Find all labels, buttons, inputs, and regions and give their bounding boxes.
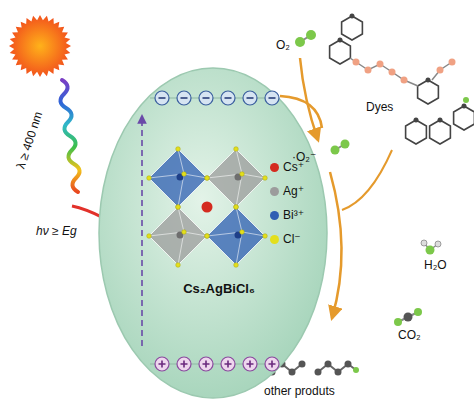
chloride-ion — [147, 234, 152, 239]
chloride-ion — [240, 172, 245, 177]
water-label: H₂O — [424, 258, 447, 272]
products-label: other produts — [264, 384, 335, 398]
chloride-ion — [263, 234, 268, 239]
octahedron — [149, 149, 207, 207]
chloride-ion — [176, 263, 181, 268]
chloride-ion — [182, 230, 187, 235]
legend-text: Cl⁻ — [283, 232, 301, 246]
chloride-ion — [205, 176, 210, 181]
hole — [221, 357, 235, 371]
sun — [9, 15, 71, 77]
hole — [155, 357, 169, 371]
chloride-ion — [234, 205, 239, 210]
chloride-ion — [205, 176, 210, 181]
electron — [243, 91, 257, 105]
legend-text: Ag⁺ — [283, 184, 304, 198]
chloride-ion — [176, 205, 181, 210]
chloride-ion — [205, 234, 210, 239]
chloride-ion — [234, 263, 239, 268]
co2-label: CO₂ — [398, 328, 421, 342]
legend-swatch — [270, 187, 279, 196]
legend-swatch — [270, 211, 279, 220]
chloride-ion — [182, 172, 187, 177]
chloride-ion — [147, 176, 152, 181]
excitation-arrow — [141, 116, 143, 346]
legend-item: Ag⁺ — [270, 184, 304, 198]
dye-label: Dyes — [366, 100, 393, 114]
chloride-ion — [205, 234, 210, 239]
o2-molecule — [295, 30, 316, 47]
hole — [243, 357, 257, 371]
hole — [177, 357, 191, 371]
legend-text: Bi³⁺ — [283, 208, 304, 222]
chloride-ion — [234, 205, 239, 210]
legend-swatch — [270, 163, 279, 172]
legend-item: Cs⁺ — [270, 160, 304, 174]
legend-item: Cl⁻ — [270, 232, 301, 246]
chloride-ion — [263, 176, 268, 181]
electron — [221, 91, 235, 105]
electron — [177, 91, 191, 105]
chloride-ion — [176, 147, 181, 152]
legend-text: Cs⁺ — [283, 160, 304, 174]
legend-swatch — [270, 235, 279, 244]
compound-name: Cs₂AgBiCl₆ — [183, 281, 255, 297]
chloride-ion — [234, 147, 239, 152]
hole — [265, 357, 279, 371]
electron — [199, 91, 213, 105]
superoxide-molecule — [331, 140, 350, 155]
legend-item: Bi³⁺ — [270, 208, 304, 222]
octahedron — [207, 207, 265, 265]
cesium-ion — [202, 202, 213, 213]
reduction-arrow — [300, 58, 318, 140]
chloride-ion — [176, 205, 181, 210]
octahedron — [207, 149, 265, 207]
electron — [265, 91, 279, 105]
light-wave — [60, 80, 79, 192]
dye-molecule — [330, 14, 474, 145]
chloride-ion — [240, 230, 245, 235]
oxygen-label: O₂ — [276, 38, 290, 52]
dye-attack-arrow — [342, 150, 392, 210]
h2o-molecule — [421, 240, 441, 255]
photon-energy-label: hν ≥ Eg — [36, 224, 77, 238]
octahedron — [149, 207, 207, 265]
wavelength-label: λ ≥ 400 nm — [14, 110, 46, 171]
co2-molecule — [394, 308, 422, 326]
electron — [155, 91, 169, 105]
degradation-arrow — [330, 172, 342, 318]
hole — [199, 357, 213, 371]
